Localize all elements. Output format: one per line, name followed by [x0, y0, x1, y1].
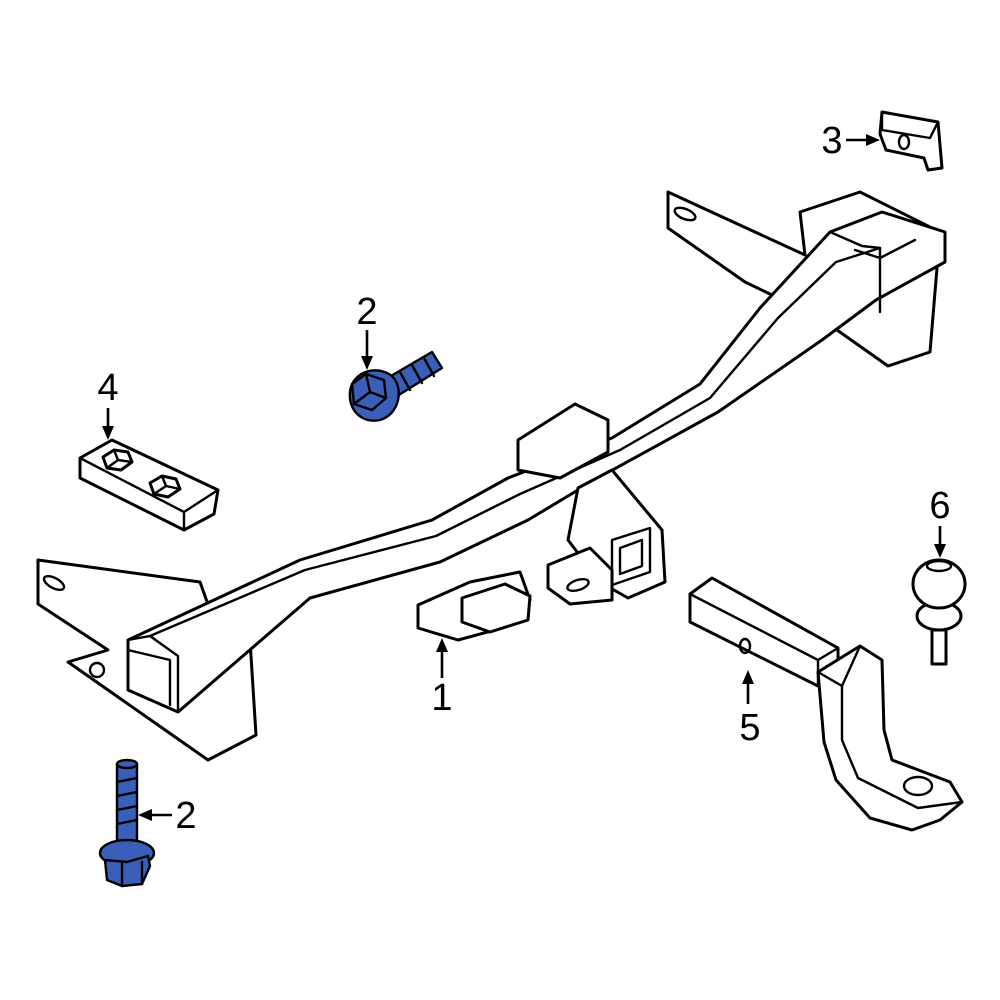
- left-bracket-slot: [42, 575, 66, 591]
- ball-mount-ball-hole: [902, 775, 934, 797]
- callout-3: 3: [821, 120, 842, 162]
- cross-tube-left-face: [126, 648, 172, 707]
- left-bracket-hole: [88, 661, 106, 679]
- bolt-plate[interactable]: [78, 438, 220, 532]
- callout-1: 1: [431, 677, 452, 719]
- ball-mount-drop-edge: [816, 644, 964, 810]
- nut-plate-hole: [897, 133, 911, 151]
- upper-bolt-threads: [398, 356, 436, 392]
- nut-plate-top-edge: [880, 110, 940, 140]
- lower-bolt-top: [115, 758, 139, 770]
- lower-bolt-shank: [115, 762, 139, 844]
- bolt-plate-body: [78, 438, 220, 532]
- cross-tube-ridge: [148, 246, 882, 638]
- hitch-ball-sphere: [911, 558, 967, 610]
- chain-plate-hole: [566, 577, 590, 593]
- arrow-6: [934, 544, 946, 558]
- arrow-2-upper: [361, 356, 373, 370]
- ball-mount-drop: [816, 644, 964, 832]
- flange-bolt-lower[interactable]: [98, 758, 156, 888]
- hitch-receiver[interactable]: [36, 190, 947, 762]
- ball-mount[interactable]: [688, 576, 964, 832]
- hitch-ball-top: [925, 559, 953, 573]
- wiring-connector: [460, 582, 532, 634]
- chain-plate: [546, 546, 614, 606]
- receiver-opening-inner: [618, 538, 644, 576]
- callout-2-lower: 2: [175, 795, 196, 837]
- right-bracket-slot: [673, 206, 697, 222]
- arrow-2-lower: [138, 809, 152, 821]
- cross-tube-left-end: [126, 634, 180, 714]
- arrow-4: [102, 426, 114, 440]
- callout-leaders: [102, 134, 946, 821]
- lower-bolt-hex-head: [103, 854, 152, 888]
- hitch-ball[interactable]: [911, 558, 967, 666]
- nut-plate-body: [878, 110, 944, 172]
- upper-bolt-hex-face: [352, 372, 388, 406]
- plate-hex-bolt-2-face: [152, 474, 182, 496]
- flange-bolt-upper[interactable]: [348, 350, 444, 422]
- ball-mount-pin-hole: [738, 637, 752, 655]
- receiver-housing: [516, 402, 610, 480]
- cross-tube-right-end: [828, 230, 882, 314]
- callout-numbers: 1 2 2 3 4 5 6: [97, 120, 950, 837]
- hitch-ball-stem: [930, 628, 948, 666]
- callout-6: 6: [929, 485, 950, 527]
- lower-bolt-threads: [115, 776, 139, 826]
- arrow-5: [742, 670, 754, 684]
- callout-4: 4: [97, 367, 118, 409]
- nut-plate[interactable]: [878, 110, 944, 172]
- arrow-1: [436, 638, 448, 652]
- arrow-3: [866, 134, 880, 146]
- lower-bolt-hex-face: [120, 860, 144, 888]
- callout-5: 5: [739, 707, 760, 749]
- plate-hex-bolt-1-face: [105, 448, 134, 470]
- cross-tube-right-face: [853, 238, 917, 260]
- callout-2-upper: 2: [356, 291, 377, 333]
